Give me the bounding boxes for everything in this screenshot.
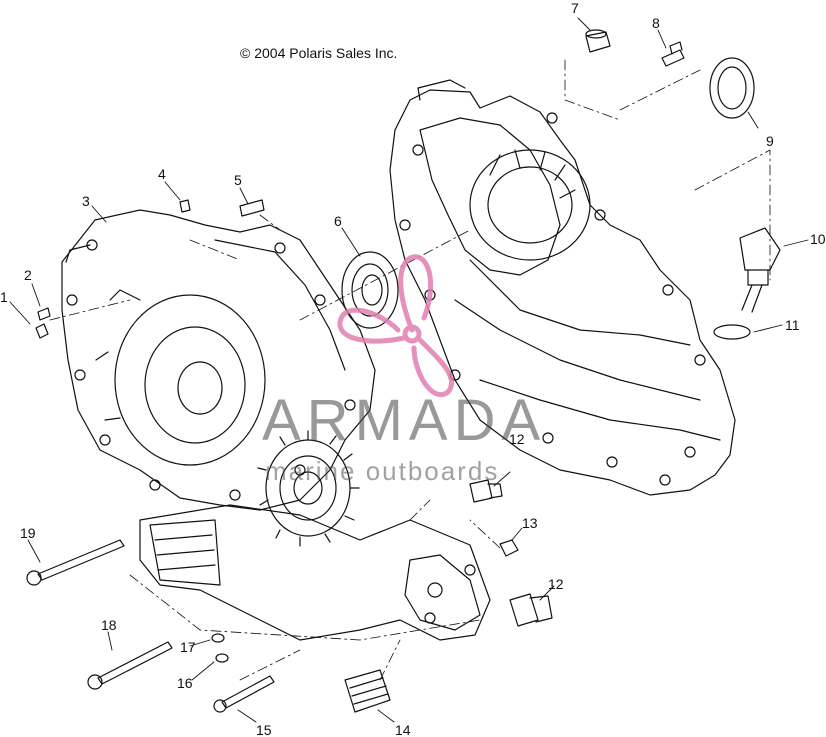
washer-17 <box>211 633 225 643</box>
alignment-lines <box>49 59 771 681</box>
pin-2 <box>37 307 51 321</box>
left-crankcase-half <box>61 209 376 511</box>
callout-11: 11 <box>785 317 800 333</box>
seal-9 <box>709 57 755 119</box>
plug-7 <box>585 29 611 53</box>
callout-9: 9 <box>766 133 774 149</box>
lower-housing <box>139 504 491 641</box>
nut-13 <box>499 539 519 557</box>
nut-1 <box>35 323 49 339</box>
callout-1: 1 <box>0 289 8 305</box>
callout-10: 10 <box>810 231 826 247</box>
leader-lines <box>9 17 809 723</box>
copyright-notice: © 2004 Polaris Sales Inc. <box>240 45 398 61</box>
bolt-19 <box>26 539 125 586</box>
callout-13: 13 <box>522 515 538 531</box>
fitting-14 <box>344 669 391 713</box>
callout-12-lower: 12 <box>548 576 564 592</box>
watermark-tagline: marine outboards <box>265 456 500 486</box>
watermark-brand: ARMADA <box>262 388 547 453</box>
watermark-logo <box>337 254 455 397</box>
callout-5: 5 <box>234 172 242 188</box>
callout-4: 4 <box>158 166 166 182</box>
gear-assembly <box>257 430 360 547</box>
callout-16: 16 <box>177 675 193 691</box>
callout-7: 7 <box>571 0 579 16</box>
callout-12-upper: 12 <box>509 431 525 447</box>
sensor-10 <box>739 227 781 313</box>
callout-2: 2 <box>24 267 32 283</box>
washer-16 <box>215 653 229 663</box>
pin-5 <box>239 199 265 217</box>
callout-19: 19 <box>20 525 36 541</box>
dowel-4 <box>179 199 191 213</box>
bolt-8 <box>661 41 685 67</box>
o-ring-11 <box>713 324 751 340</box>
bolt-15 <box>213 675 275 713</box>
bolt-18 <box>87 641 173 690</box>
callout-8: 8 <box>652 15 660 31</box>
callout-6: 6 <box>334 213 342 229</box>
callout-15: 15 <box>256 722 272 737</box>
callout-17: 17 <box>180 639 196 655</box>
fitting-12-lower <box>509 593 553 627</box>
fitting-12-upper <box>469 479 503 503</box>
callout-18: 18 <box>101 617 117 633</box>
bearing-6 <box>341 251 399 329</box>
callout-14: 14 <box>395 722 411 737</box>
callout-3: 3 <box>82 193 90 209</box>
